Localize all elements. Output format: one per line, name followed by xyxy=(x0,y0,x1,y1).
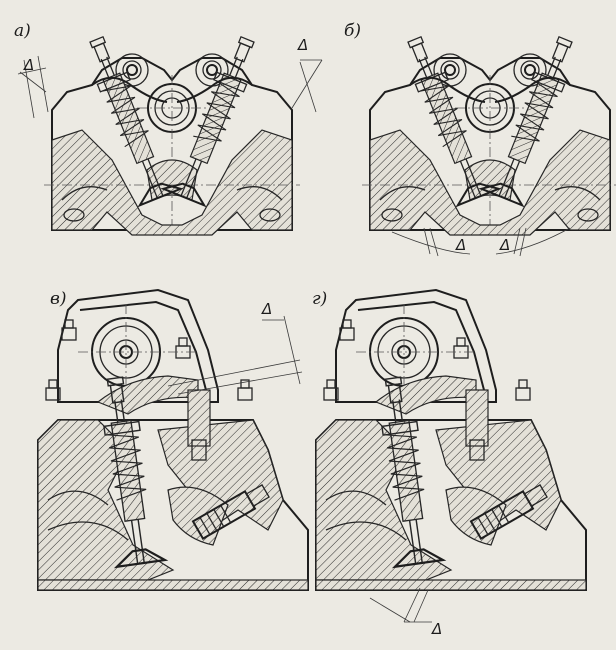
panel-a-label: а) xyxy=(14,21,31,41)
panel-a-gap-left: Δ xyxy=(23,56,34,74)
panel-a xyxy=(17,31,323,235)
panel-b-gap-left: Δ xyxy=(455,236,466,254)
panel-b xyxy=(362,31,616,257)
panel-b-gap-right: Δ xyxy=(499,236,510,254)
panel-g-label: г) xyxy=(312,289,327,309)
panel-v xyxy=(38,290,308,590)
panel-v-gap: Δ xyxy=(261,300,272,318)
panel-a-gap-right: Δ xyxy=(297,36,308,54)
panel-b-label: б) xyxy=(344,21,361,41)
panel-v-label: в) xyxy=(50,289,67,309)
panel-g-gap: Δ xyxy=(431,620,442,638)
panel-g xyxy=(316,290,586,623)
